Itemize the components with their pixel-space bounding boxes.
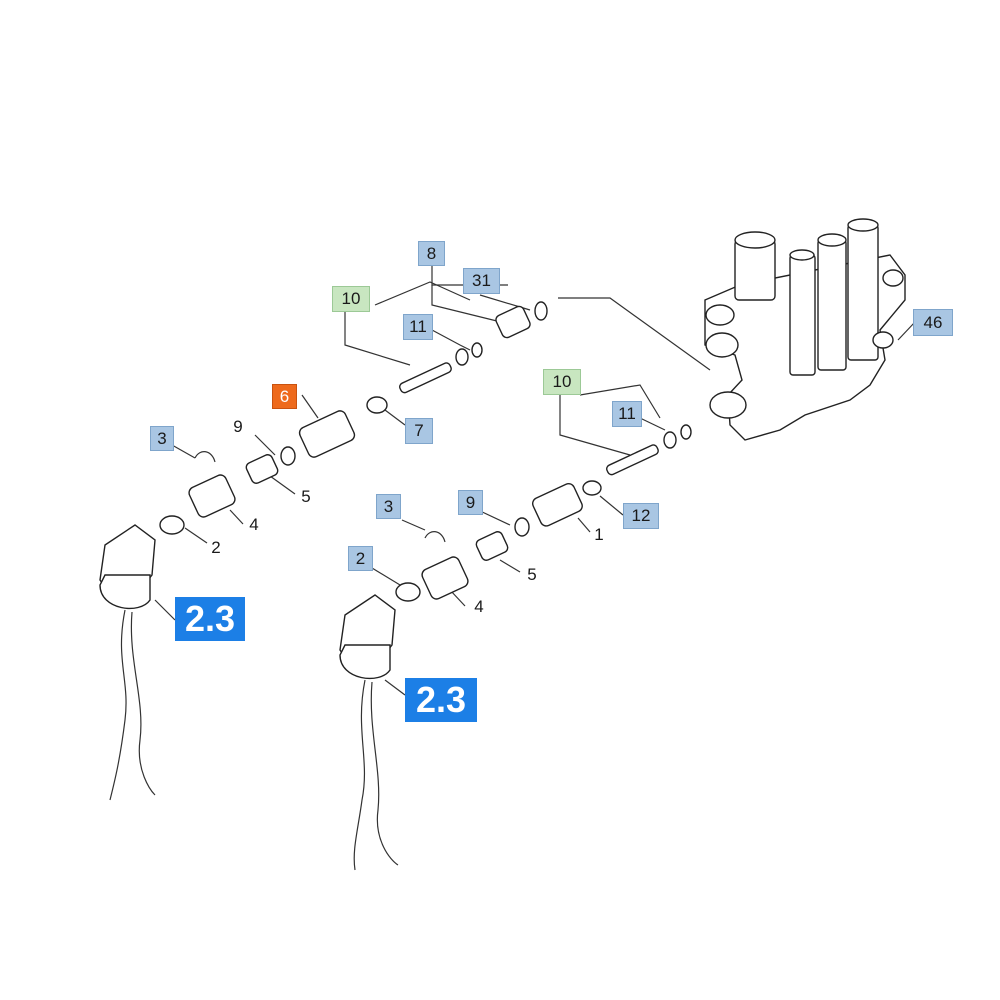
part-label-11-upper[interactable]: 11 (403, 314, 433, 340)
part-label-11-lower[interactable]: 11 (612, 401, 642, 427)
part-label-3-upper[interactable]: 3 (150, 426, 174, 451)
part-label-2-3-upper[interactable]: 2.3 (175, 597, 245, 641)
part-label-2-3-lower[interactable]: 2.3 (405, 678, 477, 722)
part-label-3-lower[interactable]: 3 (376, 494, 401, 519)
part-label-8[interactable]: 8 (418, 241, 445, 266)
part-label-5-upper[interactable]: 5 (301, 487, 311, 506)
part-label-2-lower[interactable]: 2 (348, 546, 373, 571)
part-label-9-upper[interactable]: 9 (233, 417, 243, 436)
part-label-7[interactable]: 7 (405, 418, 433, 444)
part-label-10-lower[interactable]: 10 (543, 369, 581, 395)
part-label-12[interactable]: 12 (623, 503, 659, 529)
pump-manifold (704, 218, 906, 441)
leader-lines (154, 265, 916, 696)
part-label-10-upper[interactable]: 10 (332, 286, 370, 312)
part-label-4-upper[interactable]: 4 (249, 515, 259, 534)
part-label-4-lower[interactable]: 4 (474, 597, 484, 616)
part-label-2-upper[interactable]: 2 (211, 538, 221, 557)
upper-valve-parts (99, 301, 548, 801)
part-label-31[interactable]: 31 (463, 268, 500, 294)
part-label-5-lower[interactable]: 5 (527, 565, 537, 584)
part-label-6[interactable]: 6 (272, 384, 297, 409)
lower-valve-parts (339, 424, 692, 871)
part-label-1[interactable]: 1 (594, 525, 604, 544)
part-label-46[interactable]: 46 (913, 309, 953, 336)
part-label-9-lower[interactable]: 9 (458, 490, 483, 515)
